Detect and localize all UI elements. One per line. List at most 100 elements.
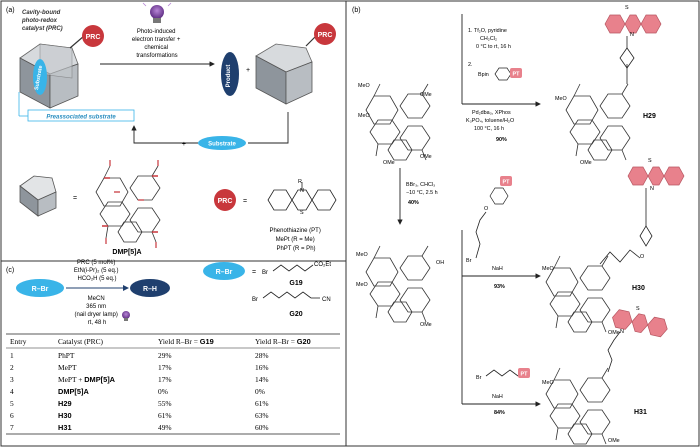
svg-text:CO₂Et: CO₂Et: [314, 262, 331, 268]
table-cell-catalyst: MePT + DMP[5]A: [58, 375, 116, 384]
rbr-pill: [16, 279, 64, 297]
svg-text:H30: H30: [632, 285, 645, 292]
svg-text:Br: Br: [262, 270, 268, 276]
table-cell-entry: 7: [10, 423, 14, 432]
svg-text:O: O: [640, 254, 644, 260]
svg-text:PT: PT: [513, 72, 521, 78]
table-cell-entry: 1: [10, 351, 14, 360]
svg-text:=: =: [73, 195, 77, 202]
prc-badge-1: [82, 25, 104, 47]
cavity-title: Cavity-bound photo-redox catalyst (PRC): [21, 10, 63, 32]
svg-text:PRC: PRC: [318, 32, 333, 39]
pt-tag-3: [518, 368, 530, 378]
svg-text:MeO: MeO: [555, 96, 567, 102]
table-cell-yield-g20: 60%: [255, 423, 269, 432]
preassociated-box: [27, 109, 135, 122]
dmp5a-structure: [95, 160, 161, 248]
svg-text:NaH: NaH: [492, 266, 503, 272]
prc-badge-2: [314, 23, 336, 45]
lamp-icon-small: [122, 311, 130, 321]
svg-text:=: =: [243, 198, 247, 205]
substrate-pill: [198, 136, 246, 150]
svg-text:OMe: OMe: [608, 438, 620, 444]
transfer-text: Photo-induced electron transfer + chemic…: [132, 29, 182, 59]
svg-text:N: N: [630, 32, 634, 38]
svg-text:NaH: NaH: [492, 394, 503, 400]
table-cell-yield-g19: 49%: [158, 423, 172, 432]
table-cell-yield-g20: 61%: [255, 399, 269, 408]
rbr-legend-pill: [203, 262, 245, 280]
svg-text:G19: G19: [289, 280, 302, 287]
bbr3-text: BBr₃, CHCl₃ −10 °C, 2.5 h: [406, 182, 438, 196]
table-cell-yield-g20: 16%: [255, 363, 269, 372]
table-cell-catalyst: H31: [58, 423, 72, 432]
pt-tag-2: [500, 176, 512, 186]
svg-text:R: R: [298, 179, 302, 185]
svg-text:PRC: PRC: [86, 34, 101, 41]
step2-cond: Pd₂dba₃, XPhos K₃PO₄, toluene/H₂O 100 °C…: [466, 110, 516, 132]
step1-text: 1. Tf₂O, pyridine CH₂Cl₂ 0 °C to rt, 16 …: [468, 28, 511, 50]
table-cell-yield-g19: 17%: [158, 363, 172, 372]
svg-text:O: O: [484, 206, 488, 212]
svg-text:N: N: [300, 188, 304, 194]
svg-text:93%: 93%: [494, 284, 505, 290]
table-cell-yield-g19: 61%: [158, 411, 172, 420]
substrate-inside-label: Substrate: [34, 65, 44, 91]
svg-text:OMe: OMe: [420, 322, 432, 328]
svg-text:S: S: [625, 5, 629, 11]
panel-a-label: (a): [6, 7, 15, 14]
svg-text:CN: CN: [322, 297, 331, 303]
svg-text:Preassociated substrate: Preassociated substrate: [46, 115, 116, 121]
table-cell-entry: 6: [10, 411, 14, 420]
svg-text:N: N: [650, 186, 654, 192]
svg-text:Br: Br: [476, 375, 482, 381]
table-cell-yield-g20: 0%: [255, 387, 265, 396]
svg-text:MeO: MeO: [358, 113, 370, 119]
product-pill: [221, 52, 239, 96]
panel-b-label: (b): [352, 7, 361, 14]
svg-text:84%: 84%: [494, 410, 505, 416]
table-cell-catalyst: PhPT: [58, 351, 75, 360]
svg-text:2.: 2.: [468, 62, 473, 68]
svg-text:OMe: OMe: [383, 160, 395, 166]
svg-text:PT: PT: [503, 180, 511, 186]
th-catalyst: Catalyst (PRC): [58, 337, 103, 346]
table-cell-yield-g19: 17%: [158, 375, 172, 384]
svg-text:G20: G20: [289, 311, 302, 318]
svg-text:S: S: [648, 158, 652, 164]
h30-phenothiazine: [627, 166, 685, 186]
cavity-catalyst-left: [19, 35, 85, 109]
b-phenol-dmp5a: [365, 245, 431, 323]
svg-text:+: +: [182, 141, 186, 148]
rh-pill: [130, 279, 170, 297]
svg-text:PT: PT: [521, 372, 529, 378]
table-cell-entry: 4: [10, 387, 14, 396]
svg-text:MeO: MeO: [358, 83, 370, 89]
svg-text:Bpin: Bpin: [478, 72, 489, 78]
svg-text:R–H: R–H: [143, 286, 157, 293]
th-entry: Entry: [10, 337, 27, 346]
svg-text:OMe: OMe: [420, 92, 432, 98]
panel-b-frame: [345, 0, 700, 447]
table-cell-yield-g20: 28%: [255, 351, 269, 360]
table-cell-yield-g20: 63%: [255, 411, 269, 420]
table-cell-catalyst: H30: [58, 411, 72, 420]
table-cell-yield-g19: 0%: [158, 387, 168, 396]
svg-text:H29: H29: [643, 113, 656, 120]
svg-text:MeO: MeO: [356, 282, 368, 288]
table-cell-entry: 5: [10, 399, 14, 408]
pt-tag-1: [510, 68, 522, 78]
yield-table: Entry Catalyst (PRC) Yield R–Br = G19 Yi…: [6, 333, 340, 435]
table-cell-yield-g19: 29%: [158, 351, 172, 360]
svg-text:MeO: MeO: [542, 266, 554, 272]
table-cell-entry: 2: [10, 363, 14, 372]
svg-text:Br: Br: [252, 297, 258, 303]
svg-text:OMe: OMe: [608, 330, 620, 336]
prc-badge-3: [214, 189, 236, 211]
h29-structure: [565, 83, 631, 161]
plus-product: +: [246, 67, 250, 74]
table-cell-yield-g20: 14%: [255, 375, 269, 384]
svg-text:R–Br: R–Br: [32, 286, 49, 293]
svg-text:H31: H31: [634, 409, 647, 416]
